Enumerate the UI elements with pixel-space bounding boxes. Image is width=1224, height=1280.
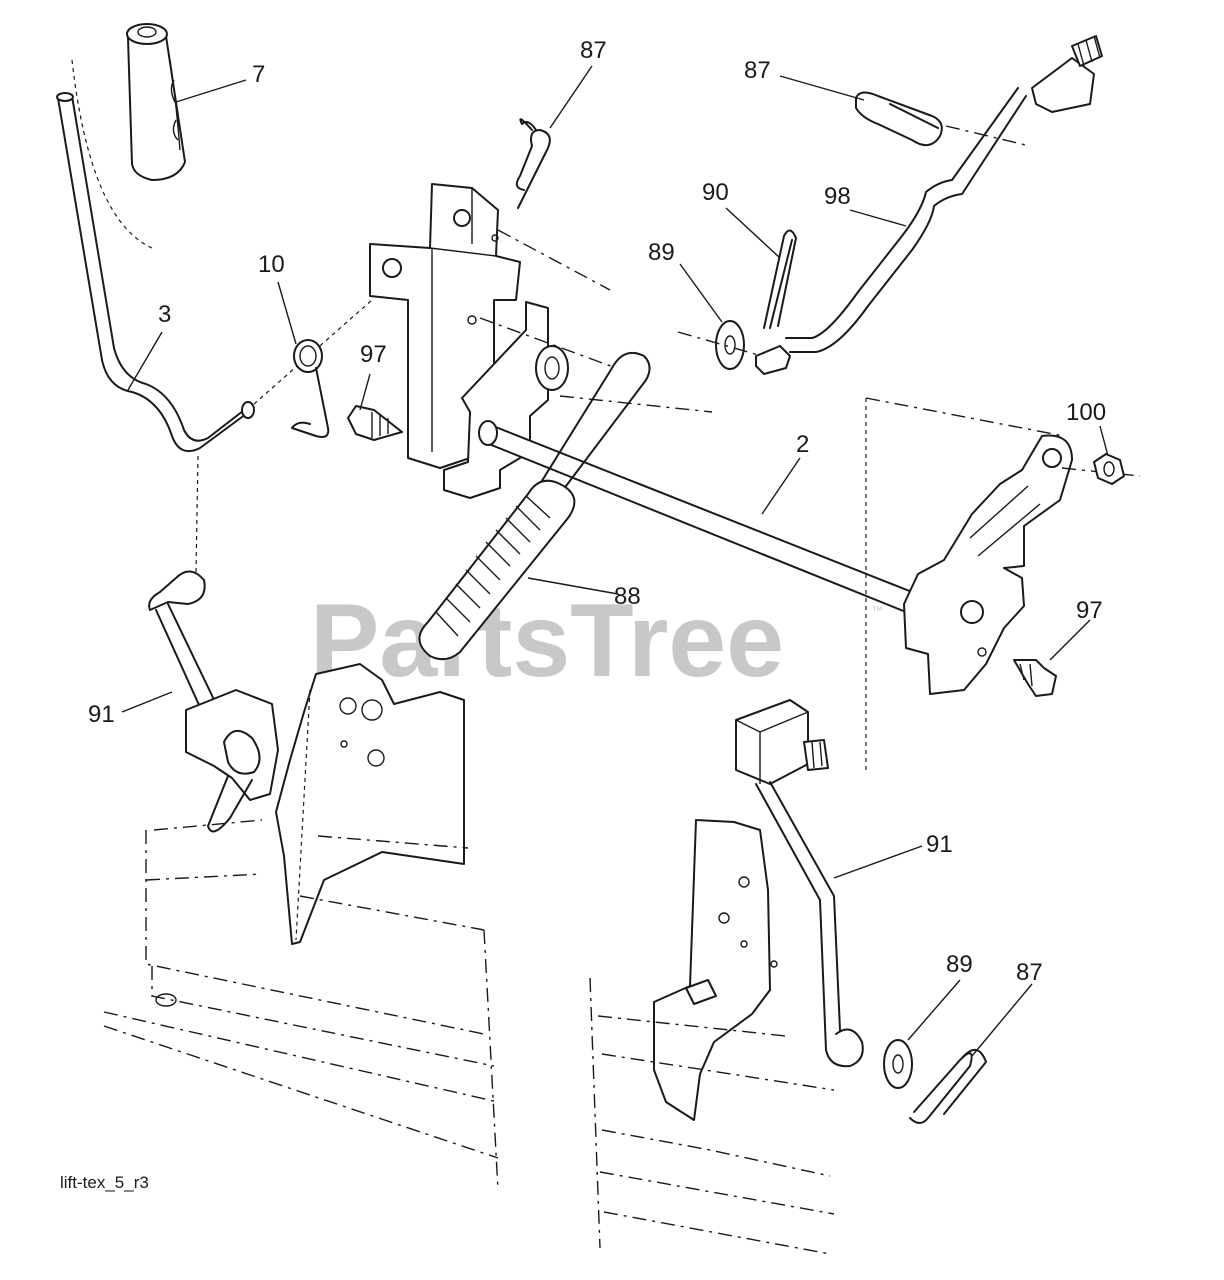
lift-handle-rod	[56, 92, 373, 573]
callout-100: 100	[1066, 399, 1106, 426]
callout-87-top: 87	[580, 37, 607, 64]
pivot-bracket	[369, 183, 713, 499]
cotter-pin	[763, 229, 797, 329]
washer-bottom	[883, 1039, 913, 1089]
watermark-tm: ™	[872, 605, 883, 617]
deck-left	[103, 819, 499, 1191]
clevis-pin-top	[515, 118, 551, 209]
right-deck-link	[653, 699, 864, 1121]
bolt-right	[1013, 659, 1057, 697]
washer-top	[677, 320, 763, 370]
extension-spring	[418, 479, 576, 661]
watermark-text: PartsTree	[310, 583, 784, 699]
callout-89-top: 89	[648, 239, 675, 266]
handle-grip	[71, 23, 186, 249]
callout-labels: 7 87 87 3 10 97 90 89 98 100 2 88 97 91 …	[88, 37, 1106, 986]
adjuster-link-rod	[755, 35, 1103, 375]
right-lift-arm	[865, 397, 1141, 772]
callout-97-left: 97	[360, 341, 387, 368]
diagram-id: lift-tex_5_r3	[60, 1173, 149, 1192]
callout-91-right: 91	[926, 831, 953, 858]
hairpin-top-right	[855, 91, 943, 147]
clevis-pin-bottom	[909, 1049, 987, 1124]
callout-90: 90	[702, 179, 729, 206]
callout-87-bottom: 87	[1016, 959, 1043, 986]
nut	[1093, 453, 1125, 485]
bolt-left	[347, 405, 403, 441]
spring-hook-wire	[539, 352, 651, 495]
callout-10: 10	[258, 251, 285, 278]
callout-2: 2	[796, 431, 809, 458]
callout-7: 7	[252, 61, 265, 88]
callout-97-right: 97	[1076, 597, 1103, 624]
callout-3: 3	[158, 301, 171, 328]
left-deck-link	[148, 570, 465, 945]
callout-87-right: 87	[744, 57, 771, 84]
leader-lines	[121, 65, 1109, 1057]
callout-89-bottom: 89	[946, 951, 973, 978]
callout-88: 88	[614, 583, 641, 610]
deck-right	[589, 977, 835, 1255]
callout-91-left: 91	[88, 701, 115, 728]
torsion-spring	[291, 339, 330, 438]
callout-98: 98	[824, 183, 851, 210]
